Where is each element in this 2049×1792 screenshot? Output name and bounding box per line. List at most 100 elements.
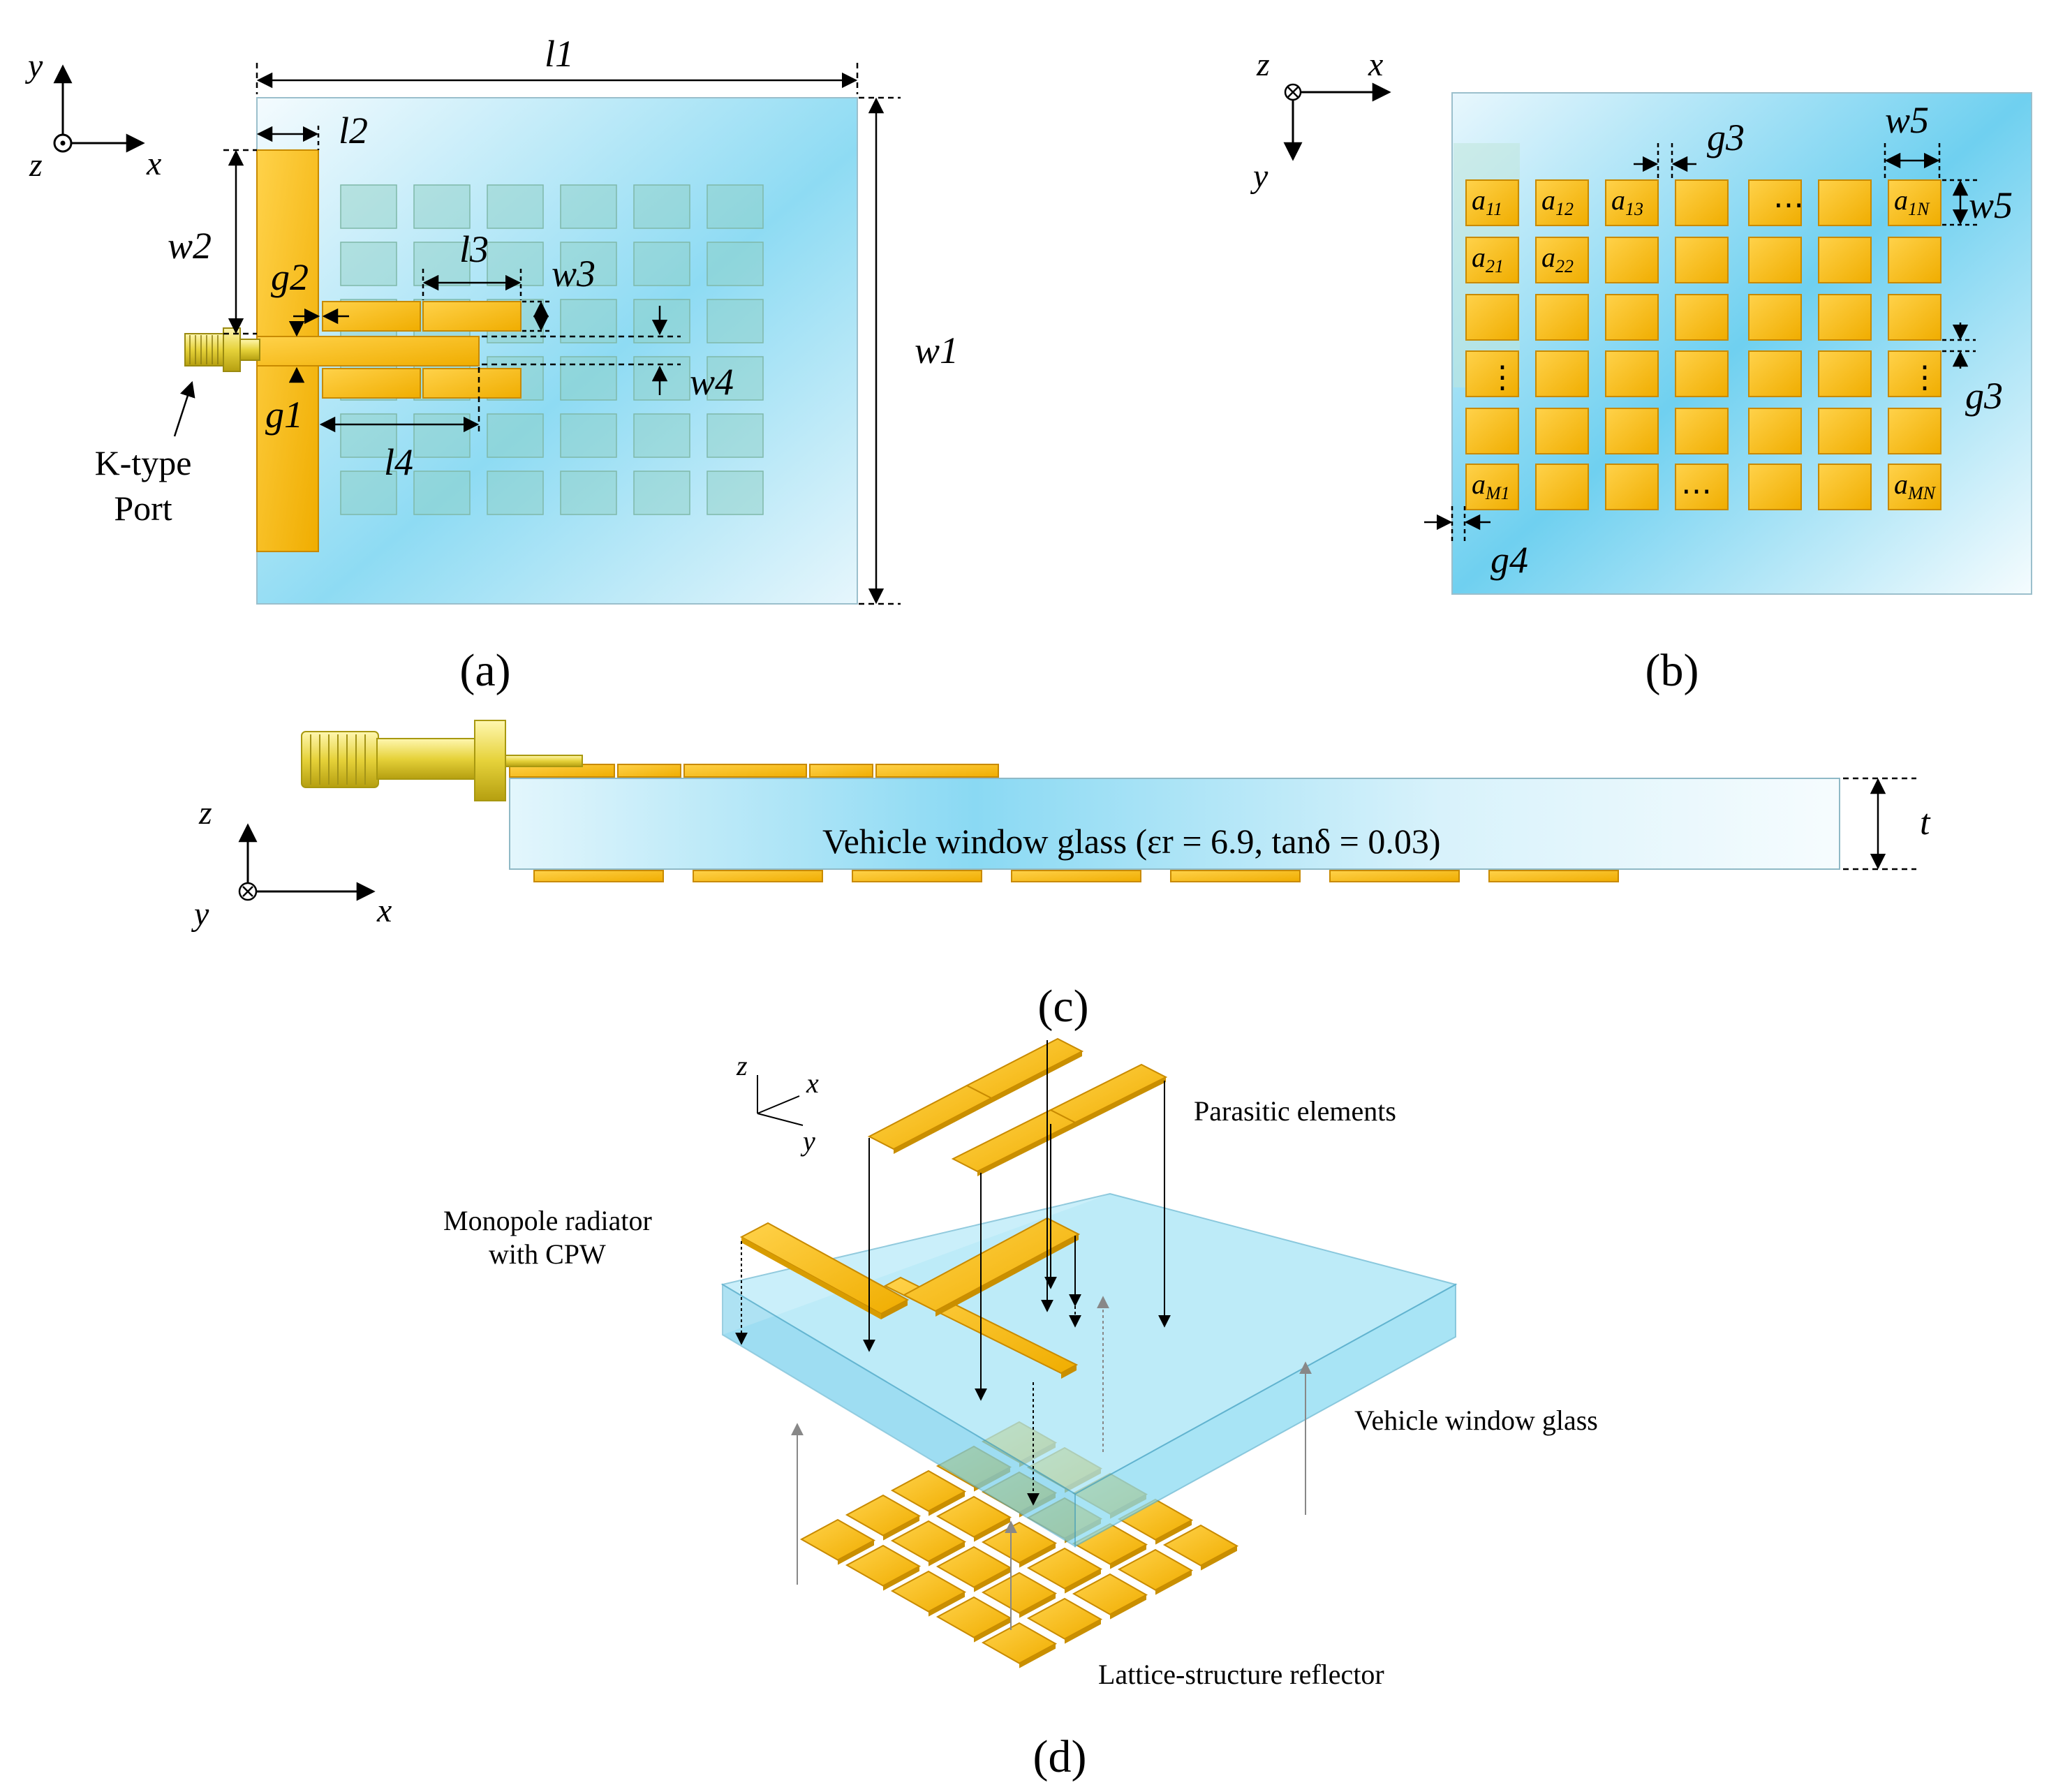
port-label-line2: Port xyxy=(114,489,172,528)
label-lattice-reflector: Lattice-structure reflector xyxy=(1098,1659,1384,1690)
lattice-cell xyxy=(1888,237,1941,283)
panel-d: z x y xyxy=(443,1037,1598,1782)
lattice-cell xyxy=(1535,179,1589,226)
lattice-cell-edge xyxy=(1019,1643,1056,1668)
axis-z-label: z xyxy=(1256,46,1270,83)
lattice-cell xyxy=(1748,408,1802,454)
lattice-cell-faint xyxy=(707,413,764,458)
k-type-connector-side xyxy=(301,720,583,801)
reflector-arrows xyxy=(791,1296,1312,1630)
ellipsis-vertical: ⋮ xyxy=(1909,360,1940,394)
label-g2: g2 xyxy=(271,256,309,298)
panel-c: Vehicle window glass (εr = 6.9, tanδ = 0… xyxy=(191,720,1931,1032)
axis-z-label: z xyxy=(736,1050,748,1081)
caption-a: (a) xyxy=(459,645,510,696)
lattice-cell xyxy=(1748,464,1802,510)
dimension-labels-b: g3 w5 w5 g3 g4 xyxy=(1490,99,2013,581)
lattice-cell xyxy=(1535,294,1589,341)
lattice-cell-faint xyxy=(633,356,690,401)
ellipsis-horizontal: ⋯ xyxy=(1681,474,1712,508)
lattice-cell-faint xyxy=(633,413,690,458)
lattice-cell-faint xyxy=(707,471,764,515)
axis-x-label: x xyxy=(806,1067,819,1099)
lattice-cell-edge xyxy=(1201,1546,1237,1571)
ellipsis-horizontal: ⋯ xyxy=(1773,188,1804,222)
lattice-cell-faint xyxy=(707,356,764,401)
label-l2: l2 xyxy=(339,110,368,151)
lattice-through-glass xyxy=(340,184,764,515)
axes-d: z x y xyxy=(736,1050,819,1157)
lattice-cell xyxy=(890,1469,967,1512)
lattice-cell xyxy=(1535,237,1589,283)
lattice-cell-edge xyxy=(838,1540,874,1565)
parasitic-element xyxy=(422,301,522,332)
lattice-cell xyxy=(1748,350,1802,397)
lattice-cell xyxy=(1605,294,1659,341)
lattice-cell xyxy=(1465,179,1519,226)
parasitic-element xyxy=(322,368,421,399)
lattice-cell-faint xyxy=(560,471,617,515)
lattice-cell-edge xyxy=(974,1617,1010,1643)
lattice-cell-edge xyxy=(1019,1543,1056,1568)
lattice-cell-faint xyxy=(633,242,690,286)
parasitic-element xyxy=(422,368,522,399)
lattice-cell-edge xyxy=(1155,1570,1192,1595)
port-label-line1: K-type xyxy=(95,443,192,482)
labels-d: Parasitic elements Monopole radiator wit… xyxy=(443,1095,1598,1690)
lattice-cell-faint xyxy=(707,242,764,286)
lattice-cell xyxy=(845,1494,922,1536)
label-g3-side: g3 xyxy=(1965,375,2003,417)
glass-box-iso xyxy=(720,1192,1458,1548)
axis-z-label: z xyxy=(198,794,212,831)
axes-a: y z x xyxy=(24,47,161,184)
lattice-cell-faint xyxy=(560,184,617,229)
lattice-cell xyxy=(1535,350,1589,397)
label-l4: l4 xyxy=(384,441,413,483)
lattice-cell xyxy=(1748,237,1802,283)
label-w3: w3 xyxy=(552,253,596,295)
lattice-cell-faint xyxy=(560,299,617,343)
lattice-cell-faint xyxy=(487,413,544,458)
lattice-cell xyxy=(1888,179,1941,226)
lattice-cell-faint xyxy=(560,242,617,286)
cpw-feed-line xyxy=(256,336,480,366)
caption-d: (d) xyxy=(1033,1731,1087,1782)
label-w4: w4 xyxy=(690,361,734,403)
lattice-cell xyxy=(1605,350,1659,397)
lattice-cell xyxy=(1888,464,1941,510)
lattice-cell xyxy=(1748,294,1802,341)
axis-x-label: x xyxy=(1368,46,1383,83)
lattice-cell-faint xyxy=(340,242,397,286)
axis-z-label: z xyxy=(29,147,43,184)
projection-arrows xyxy=(735,1040,1171,1506)
label-l1: l1 xyxy=(545,33,574,75)
lattice-cell-faint xyxy=(560,413,617,458)
lattice-cell xyxy=(1675,464,1729,510)
lattice-cell xyxy=(1605,179,1659,226)
glass-slab-side xyxy=(509,778,1840,870)
lattice-cell-faint xyxy=(487,471,544,515)
label-w5-side: w5 xyxy=(1969,184,2013,226)
lattice-cell xyxy=(1465,350,1519,397)
bottom-lattice-side xyxy=(533,870,1619,882)
lattice-cell xyxy=(1748,179,1802,226)
lattice-cell xyxy=(1675,408,1729,454)
lattice-cell xyxy=(1605,464,1659,510)
lattice-cell xyxy=(1818,179,1872,226)
axis-x-label: x xyxy=(376,892,392,929)
lattice-cell-faint xyxy=(340,471,397,515)
label-parasitic-elements: Parasitic elements xyxy=(1194,1095,1396,1127)
k-type-connector xyxy=(184,327,260,372)
label-t: t xyxy=(1920,803,1931,843)
glass-substrate-bottom xyxy=(1451,92,2032,595)
lattice-cell-edge xyxy=(974,1517,1010,1542)
lattice-cell xyxy=(1888,408,1941,454)
axis-y-label: y xyxy=(24,47,43,84)
lattice-cell xyxy=(1605,237,1659,283)
lattice-cell-faint xyxy=(413,413,471,458)
label-l3: l3 xyxy=(459,228,489,270)
lattice-cell xyxy=(1818,408,1872,454)
axis-y-label: y xyxy=(191,896,209,933)
